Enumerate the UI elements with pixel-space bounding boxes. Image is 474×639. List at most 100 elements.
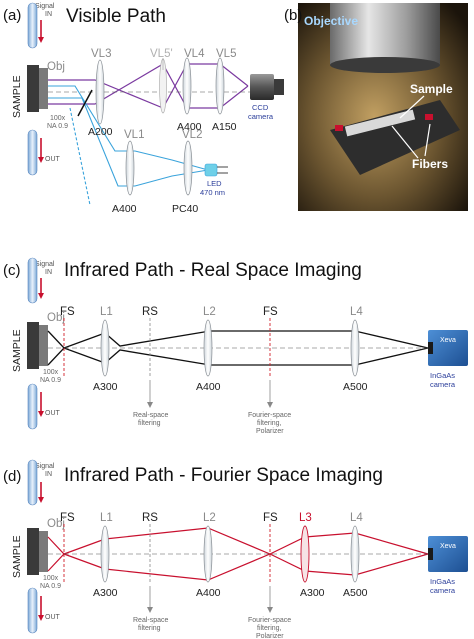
d-sample-label: SAMPLE [11,535,23,578]
d-ingaas-camera [428,536,468,572]
d-fs-arrow-head [267,607,273,613]
c-camera-label-1: InGaAs [430,371,455,380]
c-signal-out-fiber [27,383,38,430]
signal-in-fiber [27,2,38,49]
c-sample-label: SAMPLE [11,329,23,372]
panel-a-label: (a) [3,7,21,24]
fiber-pointer-1 [391,125,419,159]
d-lens-l1 [100,525,110,583]
photo-objective [330,3,440,65]
magnification-label: 100x [50,115,66,122]
lens-vl1 [125,140,135,196]
panel-c: (c) Infrared Path - Real Space Imaging S… [3,257,468,435]
d-lens-label-l1: L1 [100,512,113,524]
c-lens-label-l4: L4 [350,306,363,318]
d-in-arrow-head [38,497,44,503]
c-fs-label-1: FS [60,306,75,318]
c-lens-type-l2: A400 [196,381,221,393]
c-lens-l1 [100,319,110,377]
panel-d-title: Infrared Path - Fourier Space Imaging [64,465,383,486]
d-signal-label: Signal [35,463,55,470]
led-wavelength: 470 nm [200,188,225,197]
c-ingaas-camera [428,330,468,366]
d-camera-brand: Xeva [440,543,456,550]
ccd-label-1: CCD [252,103,269,112]
ccd-camera-lens [274,79,284,95]
photo-objective-label: Objective [304,14,358,28]
d-lens-label-l3: L3 [299,512,312,524]
panel-d-label: (d) [3,468,21,485]
d-lens-l3 [300,525,310,583]
photo-fibers-label: Fibers [412,157,448,171]
d-lens-type-l3: A300 [300,587,325,599]
led-source [204,163,218,177]
in-label: IN [45,11,52,18]
objective-label: Obj [47,61,65,73]
lens-label-vl1: VL1 [124,129,144,141]
d-fs-label-2: FS [263,512,278,524]
panel-a: (a) Visible Path Signal IN OUT SAMPLE Ob… [3,2,284,215]
lens-type-vl1: A400 [112,203,137,215]
d-lens-label-l4: L4 [350,512,363,524]
c-out-label: OUT [45,410,61,417]
d-lens-type-l1: A300 [93,587,118,599]
c-sample-holder [27,322,39,369]
c-signal-label: Signal [35,261,55,268]
sample-holder [27,65,39,112]
d-na-label: NA 0.9 [40,583,61,590]
c-rs-arrow-head [147,402,153,408]
lens-type-vl3: A200 [88,126,113,138]
panel-c-title: Infrared Path - Real Space Imaging [64,260,362,281]
c-objective [39,325,48,366]
panel-b-label: (b) [284,7,302,24]
d-lens-l2 [203,525,213,583]
d-mag-label: 100x [43,575,59,582]
fiber-pointer-2 [424,123,431,157]
photo-objective-tip [330,57,440,73]
d-sample-holder [27,528,39,575]
objective-body [39,68,48,109]
d-lens-l4 [350,525,360,583]
panel-c-label: (c) [3,262,21,279]
lens-label-vl3: VL3 [91,48,111,60]
lens-label-vl4: VL4 [184,48,205,60]
signal-in-label: Signal [35,3,55,10]
d-fs-filter-2: filtering, [257,625,282,632]
sample-label: SAMPLE [11,75,23,118]
d-lens-label-l2: L2 [203,512,216,524]
d-camera-lens [428,548,433,560]
d-objective-label: Obj [47,518,65,530]
d-out-label: OUT [45,614,61,621]
lens-type-vl4: A400 [177,121,202,133]
c-fs-filter-1: Fourier-space [248,412,291,419]
d-fourier-beam [47,527,429,581]
lens-vl3 [95,59,105,125]
panel-a-title: Visible Path [66,6,166,27]
photo-red-clip-2 [425,114,433,120]
d-rs-arrow-head [147,607,153,613]
d-signal-in-fiber [27,459,38,506]
c-out-arrow-head [38,411,44,417]
lens-vl2 [183,140,193,196]
c-lens-l4 [350,319,360,377]
d-rs-filter-1: Real-space [133,617,169,624]
na-label: NA 0.9 [47,123,68,130]
ccd-label-2: camera [248,112,274,121]
d-fs-label-1: FS [60,512,75,524]
beam-splitter [77,89,93,117]
c-lens-l2 [203,319,213,377]
c-lens-type-l4: A500 [343,381,368,393]
d-in-label: IN [45,471,52,478]
c-na-label: NA 0.9 [40,377,61,384]
d-lens-type-l2: A400 [196,587,221,599]
c-rs-label: RS [142,306,158,318]
d-fs-filter-3: Polarizer [256,633,284,639]
d-rs-filter-2: filtering [138,625,161,632]
d-objective [39,531,48,572]
visible-beam [48,63,249,109]
d-out-arrow-head [38,615,44,621]
c-mag-label: 100x [43,369,59,376]
led-label: LED [207,179,222,188]
lens-label-vl5: VL5 [216,48,236,60]
lens-vl5 [215,57,225,115]
